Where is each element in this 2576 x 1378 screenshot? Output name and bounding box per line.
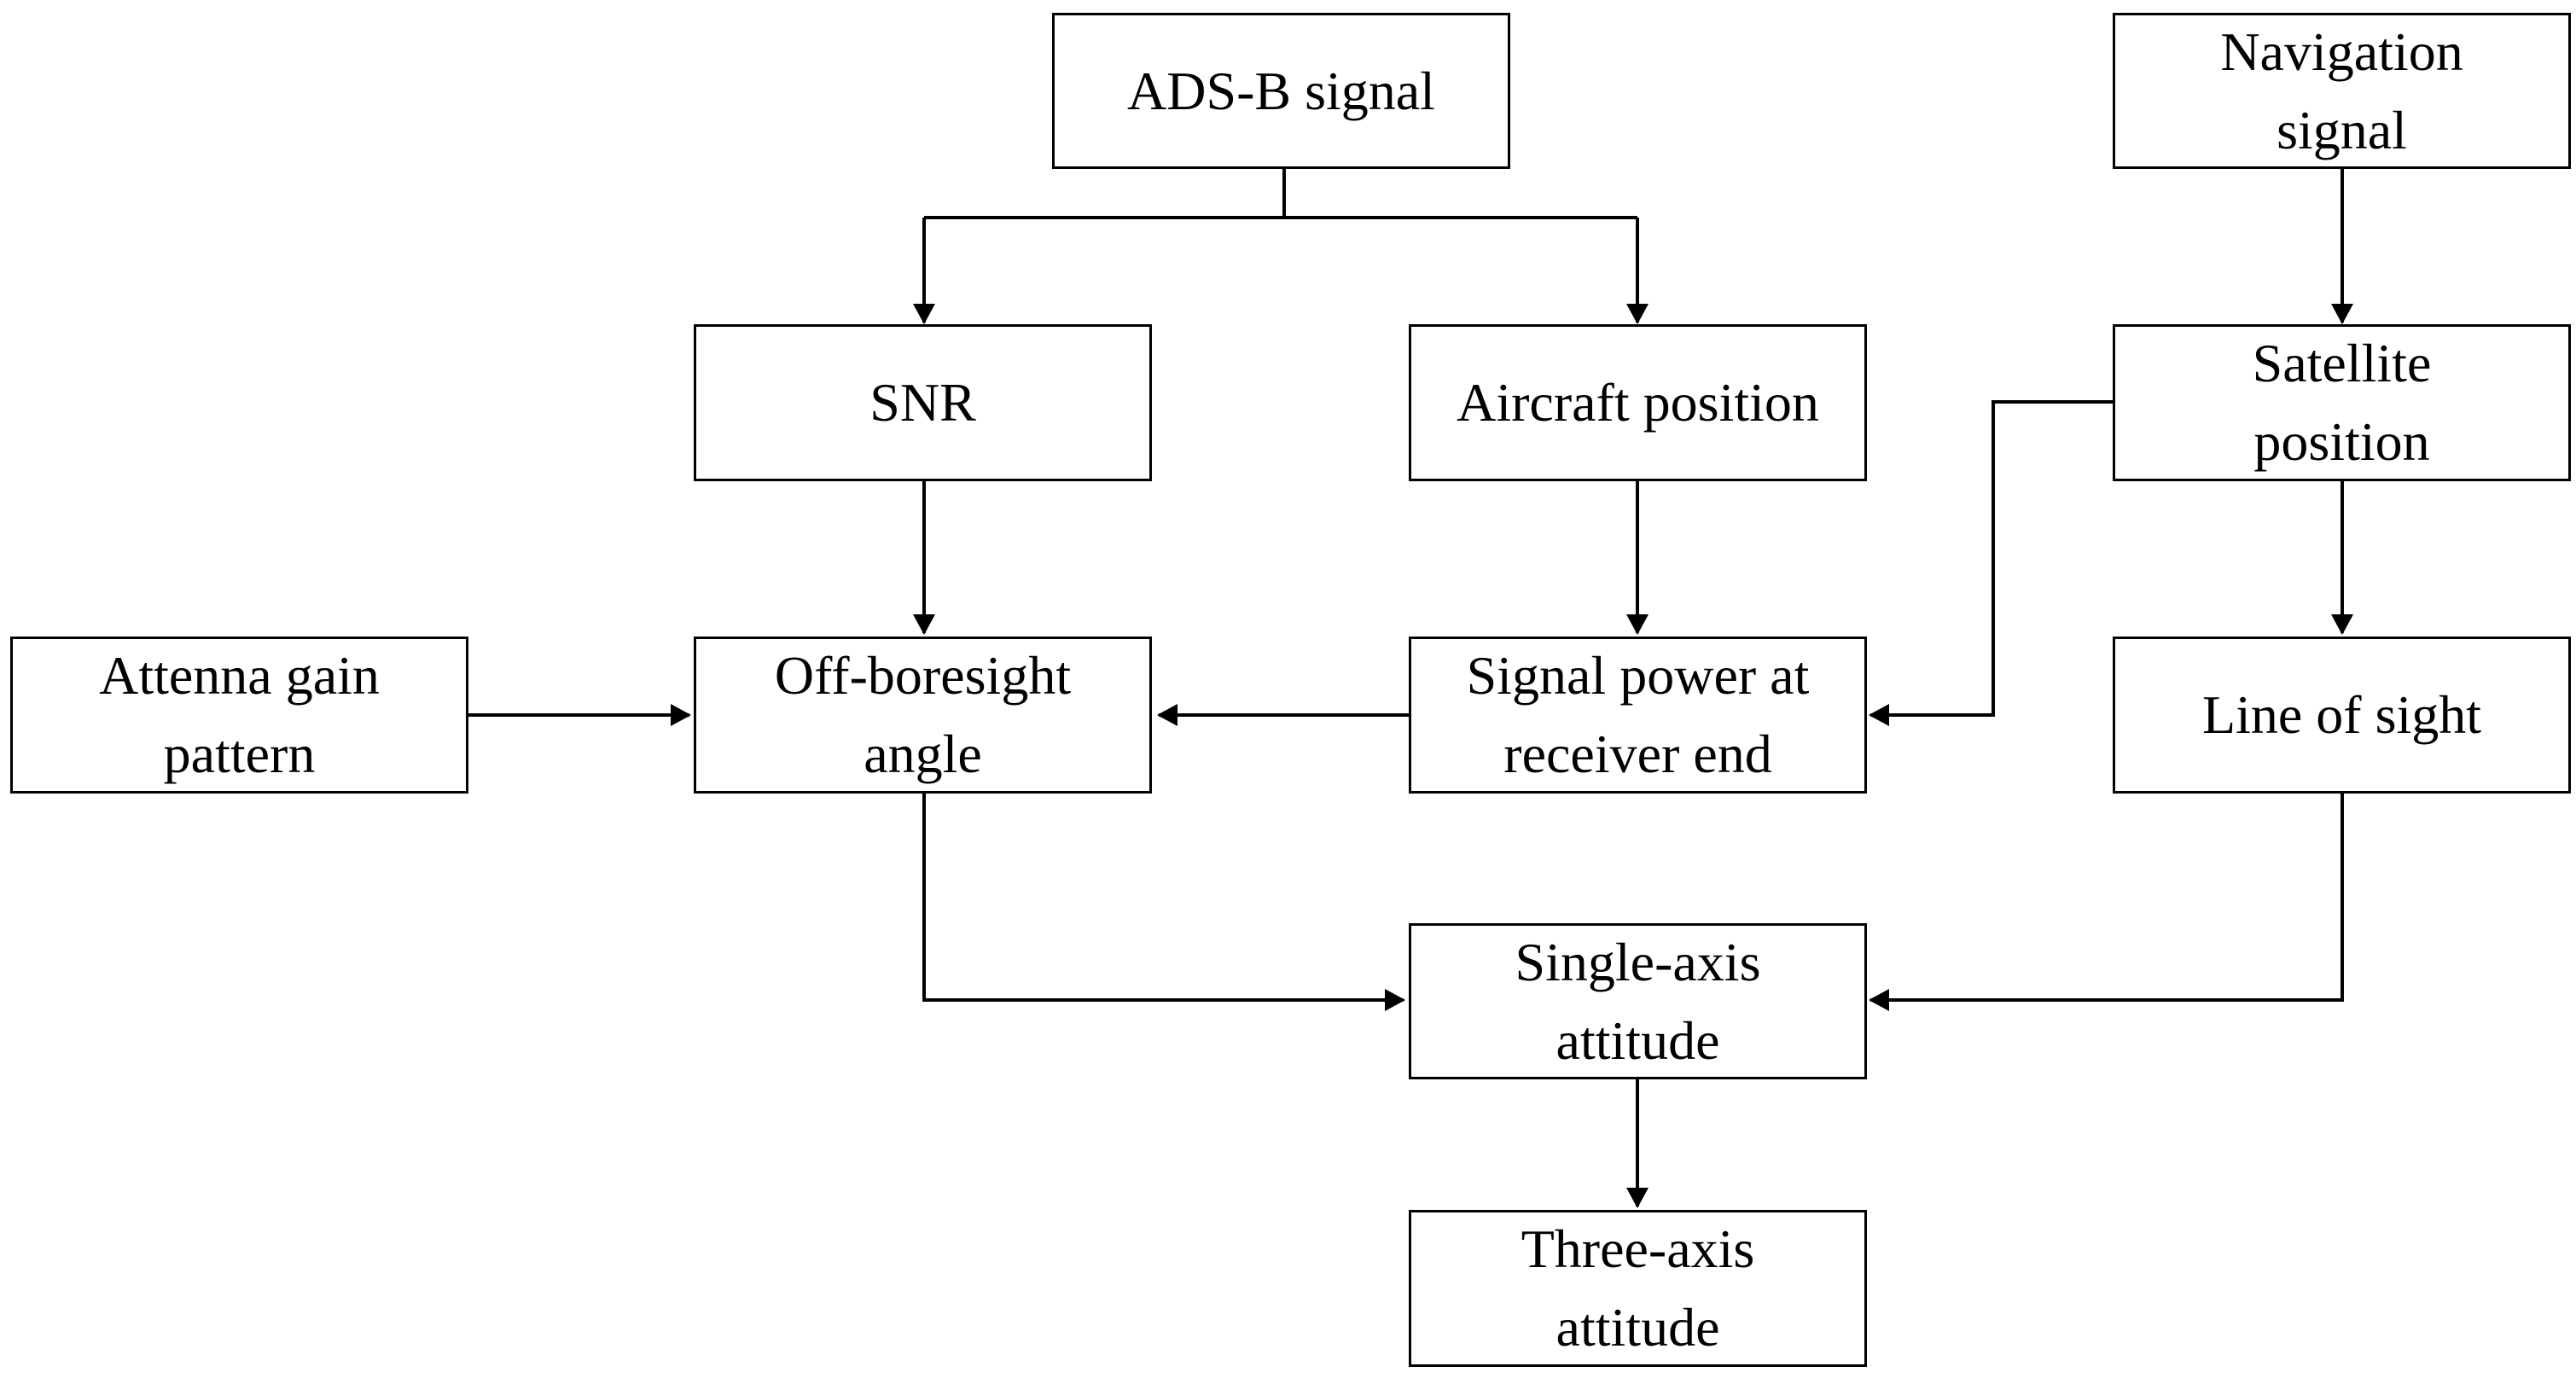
arrowhead-snr (913, 304, 935, 324)
node-satellite-position: Satellite position (2113, 324, 2571, 481)
arrowhead-off-boresight-from-signal-power (1157, 704, 1178, 726)
node-antenna-gain-pattern: Attenna gain pattern (10, 637, 468, 794)
node-label-line: signal (2277, 99, 2407, 160)
arrowhead-off-boresight-from-antenna (671, 704, 691, 726)
node-label-line: position (2253, 411, 2430, 472)
node-label-line: attitude (1555, 1009, 1720, 1071)
node-snr: SNR (694, 324, 1152, 481)
node-navigation-signal: Navigation signal (2113, 13, 2571, 169)
node-label-line: attitude (1555, 1297, 1720, 1358)
node-label-line: Three-axis (1521, 1218, 1755, 1279)
edge-off-boresight-to-single-axis (922, 794, 1404, 1002)
edge-line-of-sight-to-single-axis (1870, 794, 2344, 1002)
node-label-line: receiver end (1503, 724, 1772, 784)
arrowhead-three-axis (1626, 1188, 1649, 1208)
node-aircraft-position: Aircraft position (1409, 324, 1867, 481)
edge-satellite-to-signal-power (1870, 400, 2113, 717)
node-ads-b-signal: ADS-B signal (1052, 13, 1510, 169)
node-label-line: Navigation (2220, 20, 2463, 82)
node-signal-power-at-receiver-end: Signal power at receiver end (1409, 637, 1867, 794)
arrowhead-off-boresight-from-snr (913, 614, 935, 635)
node-label-line: SNR (869, 372, 976, 433)
arrowhead-aircraft-position (1626, 304, 1649, 324)
arrowhead-single-axis-from-off-boresight (1385, 989, 1405, 1011)
node-label-line: ADS-B signal (1127, 60, 1435, 121)
arrowhead-signal-power-from-satellite (1869, 704, 1889, 726)
arrowhead-satellite-position (2331, 304, 2353, 324)
node-label-line: Single-axis (1515, 931, 1761, 992)
node-label-line: Aircraft position (1457, 372, 1819, 433)
arrowhead-line-of-sight (2331, 614, 2353, 635)
arrowhead-signal-power-from-aircraft (1626, 614, 1649, 635)
node-label-line: Attenna gain (99, 645, 380, 706)
node-label-line: Satellite (2252, 333, 2432, 393)
arrowhead-single-axis-from-line-of-sight (1869, 989, 1889, 1011)
node-label-line: Line of sight (2201, 684, 2482, 745)
node-label-line: pattern (163, 724, 316, 784)
node-single-axis-attitude: Single-axis attitude (1409, 923, 1867, 1079)
node-label-line: angle (864, 724, 982, 784)
node-three-axis-attitude: Three-axis attitude (1409, 1210, 1867, 1367)
node-label-line: Signal power at (1466, 645, 1810, 706)
node-line-of-sight: Line of sight (2113, 637, 2571, 794)
node-off-boresight-angle: Off-boresight angle (694, 637, 1152, 794)
node-label-line: Off-boresight (774, 645, 1072, 706)
